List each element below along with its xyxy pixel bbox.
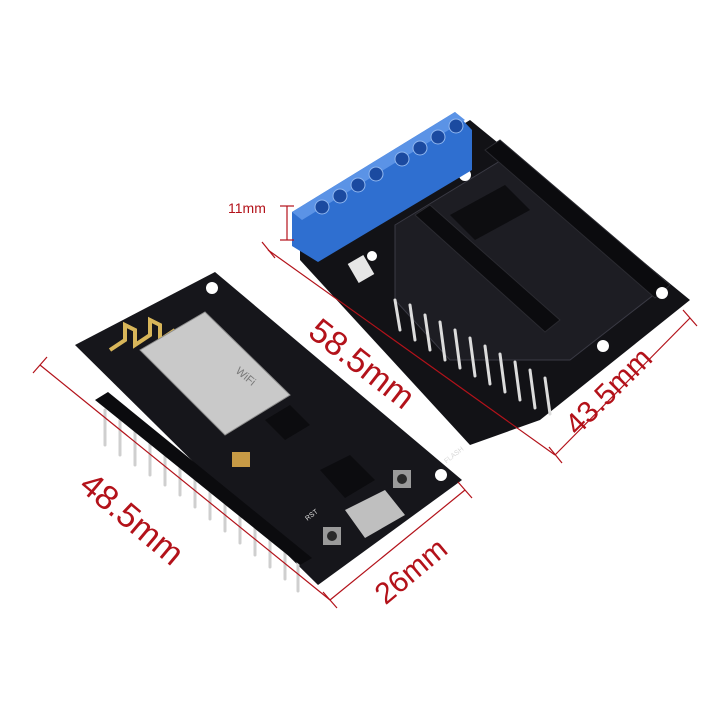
- mounting-hole: [656, 287, 668, 299]
- power-switch: [347, 254, 375, 284]
- motor-shield-board: [292, 112, 690, 445]
- dimension-lines: [32, 205, 698, 609]
- tantalum-capacitor: [232, 452, 250, 467]
- pcb-antenna: [108, 316, 177, 352]
- micro-usb-port: [345, 490, 405, 538]
- pin-header: [393, 298, 552, 416]
- mounting-hole: [597, 340, 609, 352]
- screw-terminal-block: [292, 112, 472, 262]
- dimension-label-terminal-height: 11mm: [228, 200, 266, 216]
- nodemcu-board: WiFi: [75, 272, 462, 593]
- esp8266-module: [139, 311, 291, 436]
- mounting-hole: [367, 251, 377, 261]
